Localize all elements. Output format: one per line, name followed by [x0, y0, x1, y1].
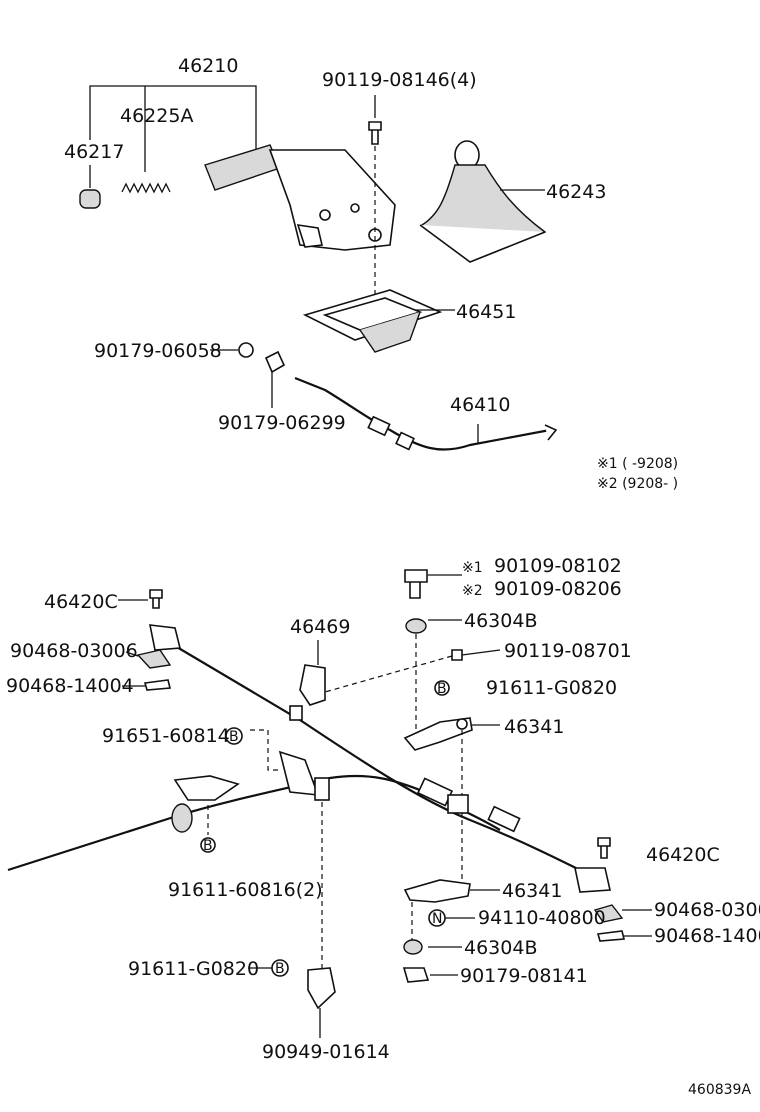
lower-assembly: B B B	[7, 569, 652, 1038]
bolt-left-46420c-part	[149, 589, 163, 609]
equalizer-top-part	[403, 717, 473, 751]
clip-14004-part	[143, 679, 172, 691]
b-mark-60816-part	[200, 837, 216, 853]
label-90119-08146: 90119-08146(4)	[322, 69, 477, 91]
bolt-08701-part	[451, 649, 463, 661]
b-mark-bottom: B	[275, 961, 285, 977]
sleeve-right-part	[487, 805, 521, 833]
clamp-01614-part	[307, 967, 336, 1010]
cable-end-left-part	[148, 624, 182, 651]
label-46304b-top: 46304B	[464, 610, 537, 632]
dash-60814	[250, 729, 282, 771]
sleeve-part	[416, 777, 454, 807]
label-46341-bottom: 46341	[502, 880, 562, 902]
label-46420c-left: 46420C	[44, 591, 118, 613]
dash-08701-bracket	[324, 655, 453, 693]
grommet-part	[289, 705, 303, 721]
left-grommet-part	[171, 803, 193, 833]
label-91611-g0820-bottom: 91611-G0820	[128, 958, 259, 980]
label-90179-08141: 90179-08141	[460, 965, 588, 987]
label-46243: 46243	[546, 181, 606, 203]
bushing-top-part	[405, 618, 427, 634]
boot-part	[419, 140, 547, 263]
knob-part	[79, 189, 101, 209]
label-46410: 46410	[450, 394, 510, 416]
clip-0300-part	[593, 904, 624, 923]
front-cable-part	[294, 376, 558, 451]
leader-clip-03006	[125, 651, 139, 657]
left-bracket-part	[173, 775, 240, 801]
label-90119-08701: 90119-08701	[504, 640, 632, 662]
note-1: ※1 ( -9208)	[597, 456, 678, 472]
lever-part	[204, 144, 396, 251]
label-46210: 46210	[178, 55, 238, 77]
label-46451: 46451	[456, 301, 516, 323]
label-91651-60814: 91651-60814	[102, 725, 230, 747]
label-90179-06299: 90179-06299	[218, 412, 346, 434]
equalizer-top-hole	[456, 718, 468, 730]
equalizer-block-part	[447, 794, 469, 814]
leader-bolt-08701	[461, 649, 501, 656]
b-mark-top-part	[434, 680, 450, 696]
nut-08141-part	[402, 967, 430, 983]
upper-assembly	[79, 85, 558, 451]
leader-46210	[89, 85, 257, 150]
b-mark-60816: B	[203, 838, 213, 854]
mark-bolt-1: ※1	[462, 560, 483, 576]
b-mark-60814-part	[225, 727, 243, 745]
label-90468-03006: 90468-03006	[10, 640, 138, 662]
n-mark: N	[432, 911, 442, 927]
plate-part	[302, 289, 443, 353]
label-46469: 46469	[290, 616, 350, 638]
bolt-top-part	[404, 569, 428, 599]
label-90468-1400: 90468-1400	[654, 925, 760, 947]
nut-06058-part	[238, 342, 254, 358]
label-94110-40800: 94110-40800	[478, 907, 606, 929]
equalizer-bottom-part	[403, 879, 471, 903]
rear-cable-right-part	[164, 639, 601, 881]
label-46341-top: 46341	[504, 716, 564, 738]
label-90468-0300: 90468-0300	[654, 899, 760, 921]
b-mark-top: B	[437, 681, 447, 697]
bracket-46469-part	[299, 664, 326, 706]
label-46304b-bottom: 46304B	[464, 937, 537, 959]
label-90949-01614: 90949-01614	[262, 1041, 390, 1063]
label-90109-08206: 90109-08206	[494, 578, 622, 600]
label-91611-g0820-top: 91611-G0820	[486, 677, 617, 699]
label-46420c-right: 46420C	[646, 844, 720, 866]
b-mark-60814: B	[229, 729, 239, 745]
labels: 46210 46225A 46217 90119-08146(4) 46243 …	[6, 55, 760, 1098]
clip-03006-part	[136, 649, 172, 669]
label-90468-14004: 90468-14004	[6, 675, 134, 697]
label-90109-08102: 90109-08102	[494, 555, 622, 577]
bolt-08146-part	[368, 121, 382, 145]
clip-1400-part	[596, 930, 626, 942]
bolt-right-46420c-part	[597, 837, 611, 859]
nut-06299-part	[264, 350, 286, 374]
label-91611-60816: 91611-60816(2)	[168, 879, 323, 901]
b-mark-bottom-part	[271, 959, 289, 977]
label-90179-06058: 90179-06058	[94, 340, 222, 362]
label-46217: 46217	[64, 141, 124, 163]
spring-part	[121, 182, 171, 194]
diagram-id: 460839A	[688, 1082, 751, 1098]
center-clamp-part	[314, 777, 330, 801]
label-46225a: 46225A	[120, 105, 193, 127]
bushing-bottom-part	[403, 939, 423, 955]
mark-bolt-2: ※2	[462, 583, 483, 599]
cable-end-right-part	[574, 867, 611, 893]
note-2: ※2 (9208- )	[597, 476, 678, 492]
